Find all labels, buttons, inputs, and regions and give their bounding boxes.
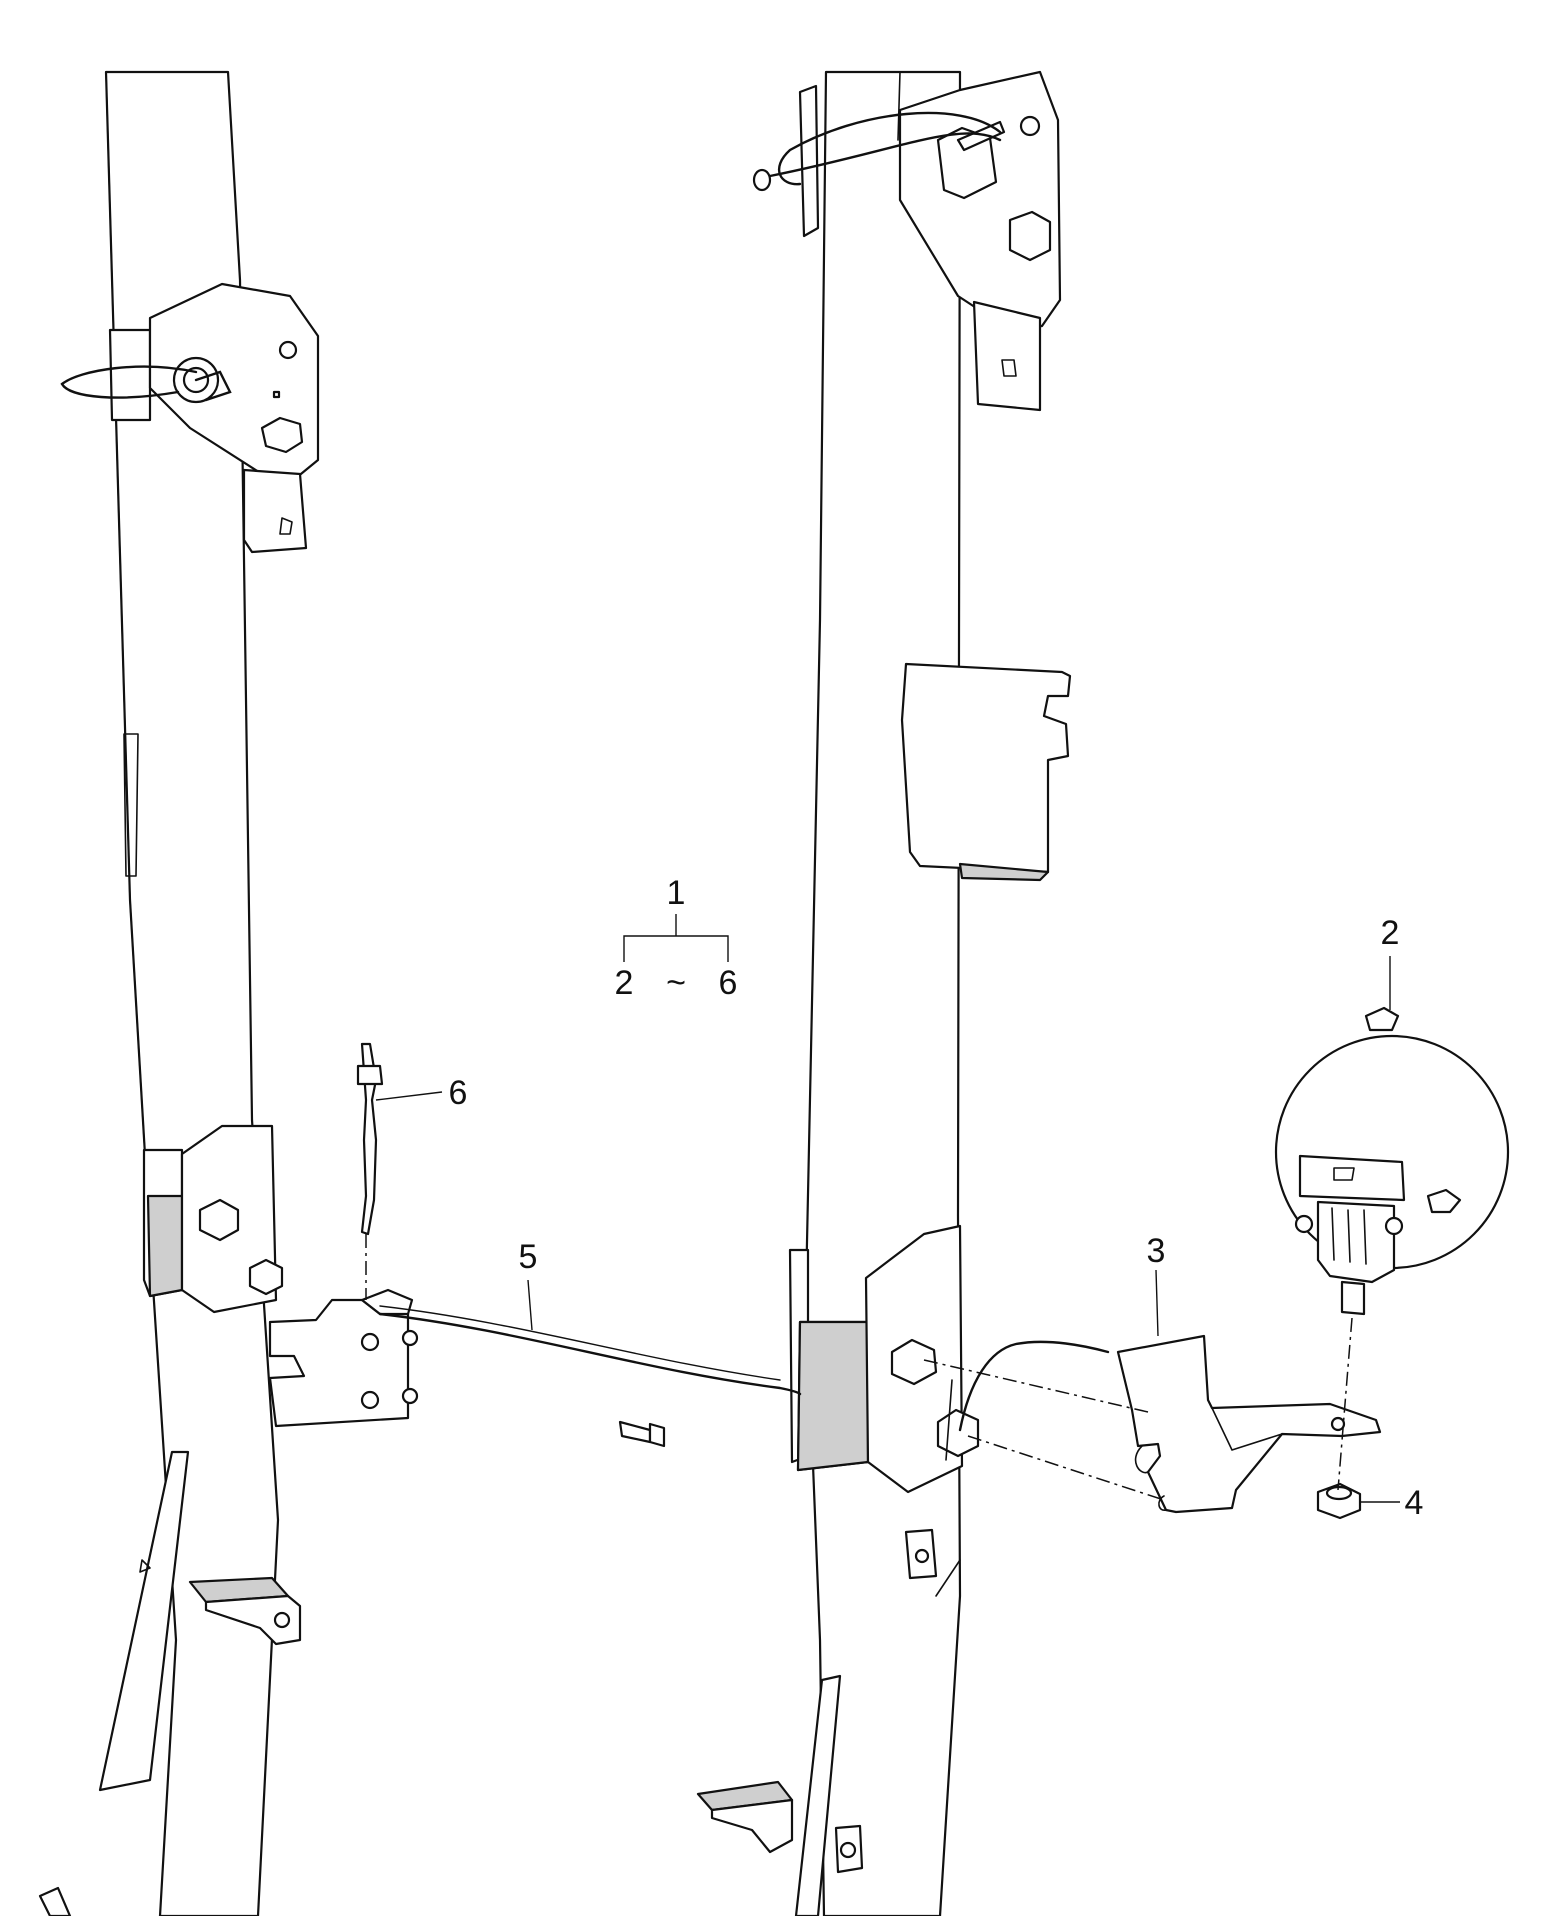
- assembly-line-lamp: [1337, 1317, 1353, 1491]
- lamp-cable-stub: [958, 1340, 1110, 1432]
- lamp-bracket-part-3: [1116, 1334, 1382, 1514]
- flange-nut-part-4: [1316, 1482, 1362, 1520]
- leader-cable: [527, 1279, 533, 1331]
- assembly-line-bolt-lower: [967, 1435, 1165, 1501]
- assembly-line-bolt-upper: [923, 1359, 1149, 1413]
- left-upper-pivot-plate: [60, 282, 320, 554]
- cable-part-5-inner: [379, 1305, 781, 1381]
- right-upper-pivot-plate: [752, 70, 1062, 412]
- loose-bolt: [618, 1420, 666, 1448]
- cable-part-5: [378, 1312, 802, 1396]
- right-deflector-plate: [900, 662, 1072, 882]
- callout-assembly: 1: [667, 874, 686, 912]
- left-middle-bracket: [142, 1124, 419, 1428]
- left-shank: [38, 70, 302, 1916]
- callout-range-separator: ~: [666, 964, 686, 1002]
- callout-bracket: 3: [1147, 1232, 1166, 1270]
- callout-range-from: 2: [615, 964, 634, 1002]
- leader-tie: [375, 1091, 443, 1101]
- callout-lamp: 2: [1381, 914, 1400, 952]
- callout-range-to: 6: [719, 964, 738, 1002]
- callout-tie: 6: [449, 1074, 468, 1112]
- leader-bracket: [1155, 1269, 1159, 1337]
- callout-cable: 5: [519, 1238, 538, 1276]
- bracket-group-line: [623, 914, 729, 962]
- cable-tie-part-6: [356, 1042, 384, 1236]
- callout-nut: 4: [1405, 1484, 1424, 1522]
- right-middle-bracket: [788, 1224, 980, 1494]
- work-lamp-part-2: [1274, 1006, 1510, 1316]
